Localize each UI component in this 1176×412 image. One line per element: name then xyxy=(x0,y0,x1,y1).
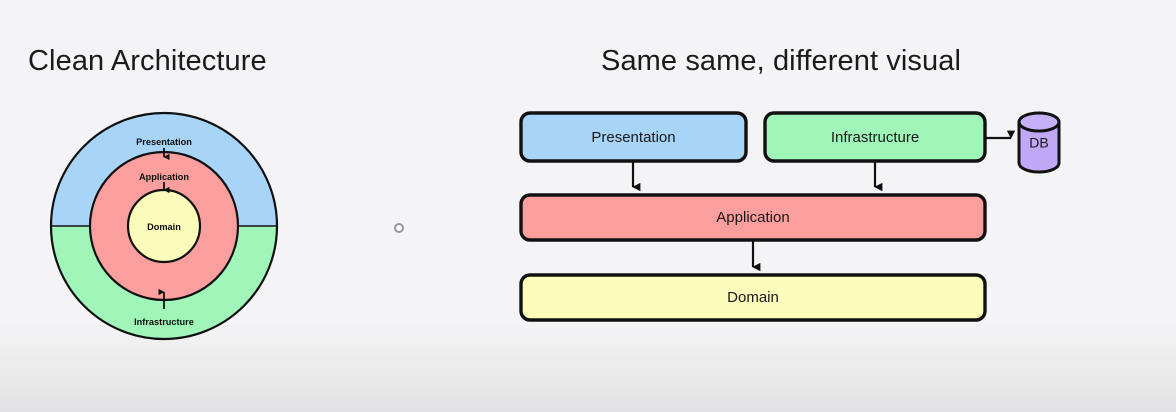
block-label-domain: Domain xyxy=(727,289,779,306)
block-presentation[interactable]: Presentation xyxy=(519,111,748,163)
ring-label-domain: Domain xyxy=(147,222,181,232)
block-label-presentation: Presentation xyxy=(591,129,675,146)
ring-label-presentation: Presentation xyxy=(136,137,192,147)
block-application[interactable]: Application xyxy=(519,193,987,242)
ring-label-application: Application xyxy=(139,172,189,182)
block-label-application: Application xyxy=(716,209,789,226)
mouse-cursor-icon xyxy=(394,223,404,233)
layered-blocks-diagram: Presentation Infrastructure DB Applicati… xyxy=(505,100,1105,335)
block-infrastructure[interactable]: Infrastructure xyxy=(763,111,987,163)
page-title-left: Clean Architecture xyxy=(28,45,267,77)
clean-architecture-rings-diagram: Presentation Application Domain Infrastr… xyxy=(48,110,280,342)
database-label: DB xyxy=(1029,135,1048,151)
page-title-right: Same same, different visual xyxy=(601,45,962,77)
ring-label-infrastructure: Infrastructure xyxy=(134,317,194,327)
block-domain[interactable]: Domain xyxy=(519,273,987,322)
block-label-infrastructure: Infrastructure xyxy=(831,129,919,146)
database-cylinder[interactable]: DB xyxy=(1017,111,1061,174)
